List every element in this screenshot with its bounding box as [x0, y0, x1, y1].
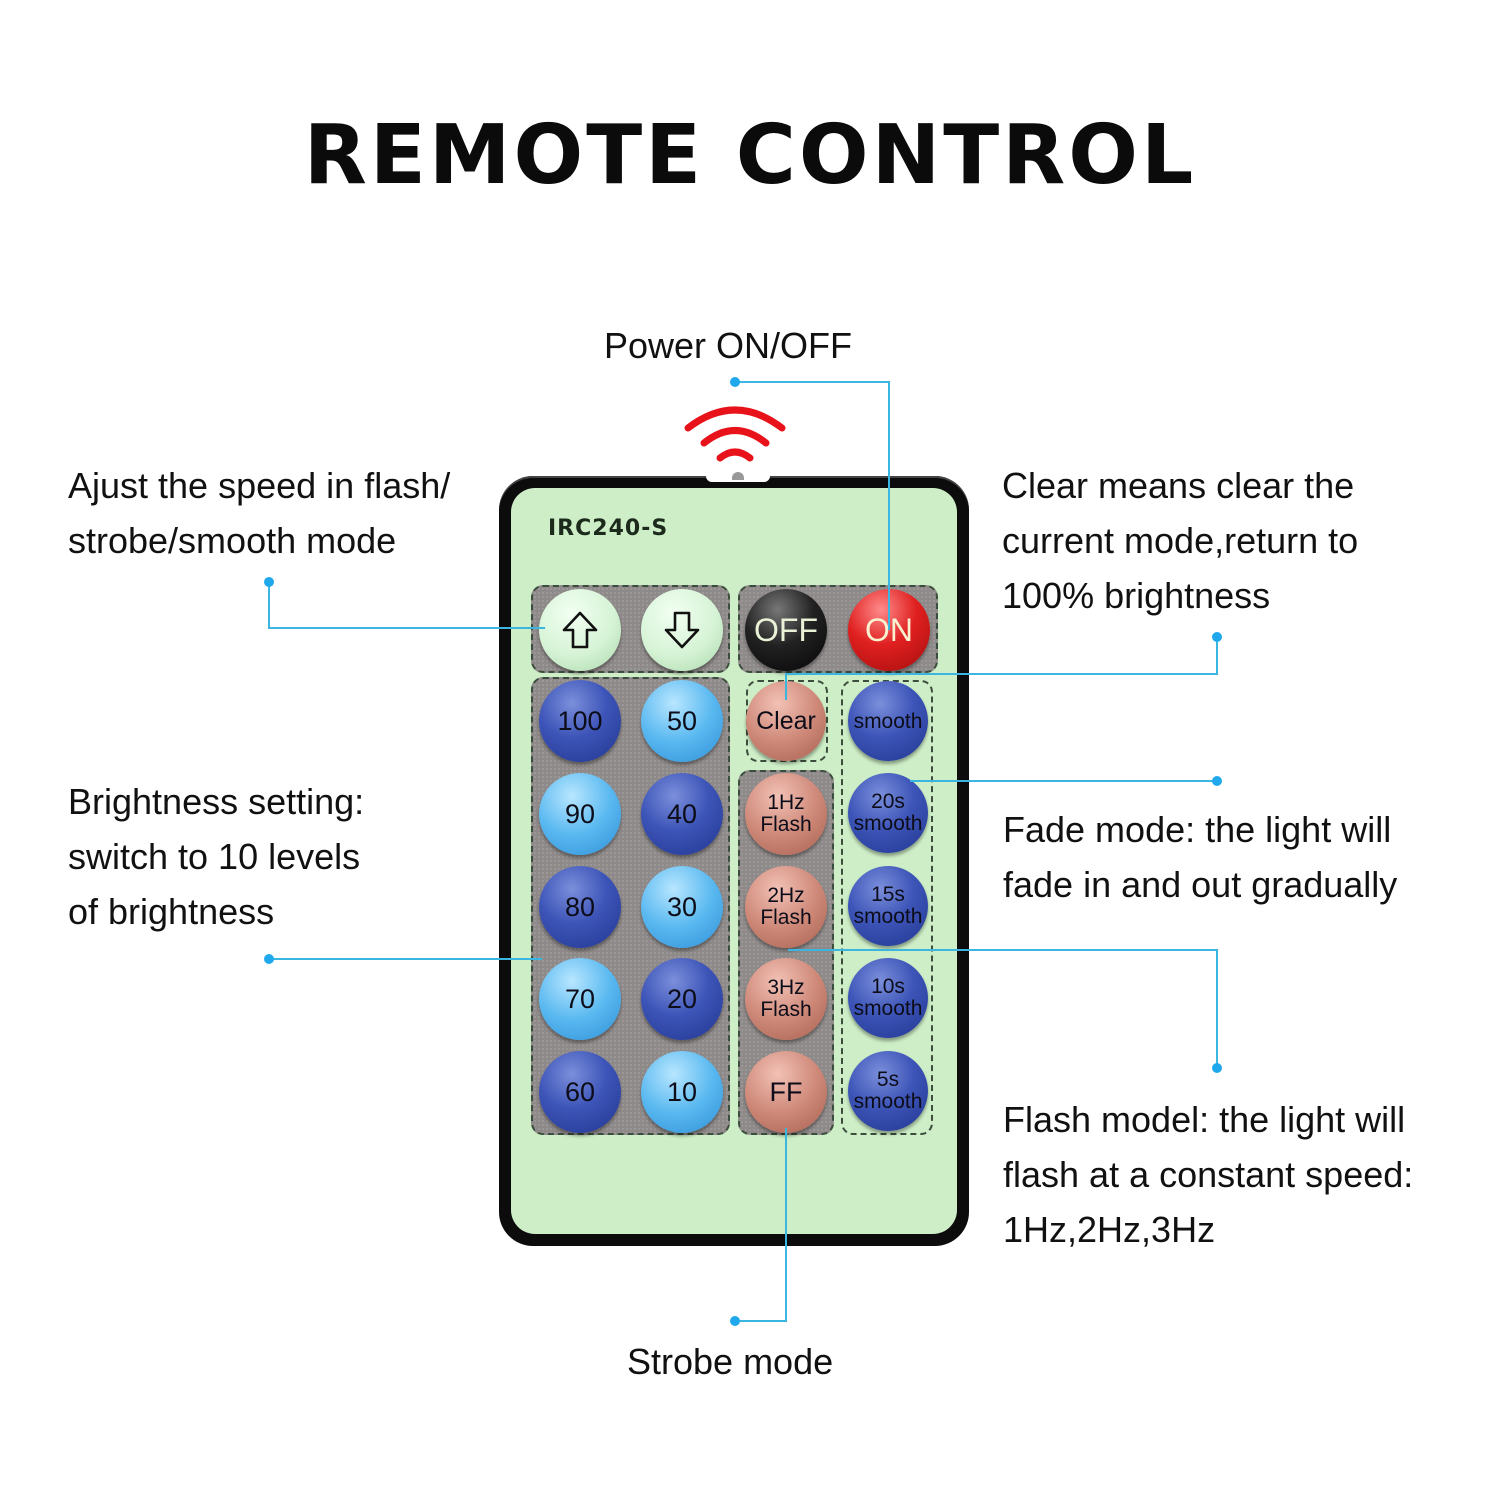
on-button[interactable]: ON — [848, 589, 930, 671]
leader-dot-fade — [1212, 776, 1222, 786]
annotation-speed: Ajust the speed in flash/ strobe/smooth … — [68, 465, 451, 561]
off-button[interactable]: OFF — [745, 589, 827, 671]
flash-word: Flash — [760, 906, 812, 929]
annotation-fade: Fade mode: the light will fade in and ou… — [1003, 809, 1398, 905]
annotation-brightness: Brightness setting: switch to 10 levels … — [68, 781, 365, 932]
flash-word: Flash — [760, 813, 812, 836]
brightness-90-button[interactable]: 90 — [539, 773, 621, 855]
model-label: IRC240-S — [548, 516, 669, 541]
leader-dot-power — [730, 377, 740, 387]
brightness-100-button[interactable]: 100 — [539, 680, 621, 762]
leader-dot-speed — [264, 577, 274, 587]
flash-rate: 2Hz — [767, 884, 805, 907]
flash-word: Flash — [760, 998, 812, 1021]
brightness-30-button[interactable]: 30 — [641, 866, 723, 948]
smooth-duration: 5s — [876, 1068, 900, 1091]
leader-dot-flash — [1212, 1063, 1222, 1073]
speed-down-button[interactable] — [641, 589, 723, 671]
ir-emitter — [706, 470, 770, 482]
brightness-60-button[interactable]: 60 — [539, 1051, 621, 1133]
leader-dot-brightness — [264, 954, 274, 964]
smooth-button[interactable]: smooth — [848, 681, 928, 761]
page-title: REMOTE CONTROL — [303, 108, 1197, 203]
brightness-20-button[interactable]: 20 — [641, 958, 723, 1040]
strobe-ff-button[interactable]: FF — [745, 1051, 827, 1133]
annotation-flash: Flash model: the light will flash at a c… — [1003, 1099, 1414, 1250]
arrow-down-icon — [664, 611, 700, 649]
brightness-50-button[interactable]: 50 — [641, 680, 723, 762]
brightness-80-button[interactable]: 80 — [539, 866, 621, 948]
smooth-word: smooth — [853, 812, 923, 835]
arrow-up-icon — [562, 611, 598, 649]
annotation-power: Power ON/OFF — [604, 325, 853, 366]
smooth-word: smooth — [853, 1090, 923, 1113]
smooth-word: smooth — [853, 997, 923, 1020]
brightness-70-button[interactable]: 70 — [539, 958, 621, 1040]
smooth-duration: 10s — [871, 975, 905, 998]
flash-rate: 3Hz — [767, 976, 805, 999]
ir-signal-icon — [684, 406, 786, 462]
leader-dot-clear — [1212, 632, 1222, 642]
brightness-40-button[interactable]: 40 — [641, 773, 723, 855]
leader-dot-strobe — [730, 1316, 740, 1326]
clear-button[interactable]: Clear — [746, 681, 826, 761]
brightness-10-button[interactable]: 10 — [641, 1051, 723, 1133]
annotation-strobe: Strobe mode — [627, 1341, 834, 1382]
smooth-duration: 15s — [871, 883, 905, 906]
speed-up-button[interactable] — [539, 589, 621, 671]
annotation-clear: Clear means clear the current mode,retur… — [1002, 465, 1359, 616]
flash-rate: 1Hz — [767, 791, 805, 814]
smooth-duration: 20s — [871, 790, 905, 813]
smooth-word: smooth — [853, 905, 923, 928]
